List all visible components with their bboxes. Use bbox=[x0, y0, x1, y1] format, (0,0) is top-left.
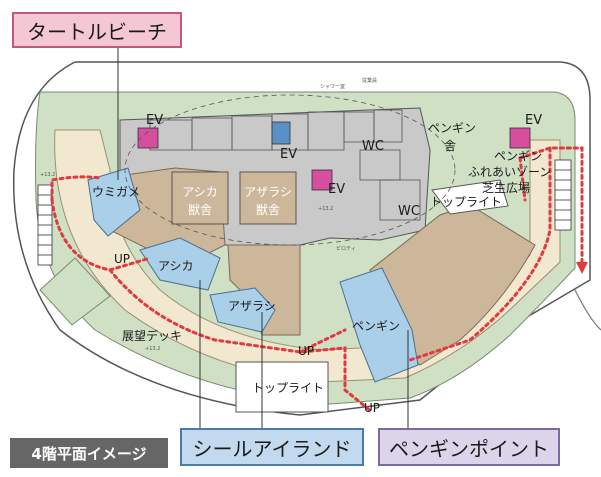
label-ev-4: EV bbox=[525, 113, 542, 128]
label-azarashi: アザラシ bbox=[228, 299, 276, 313]
callout-turtle-beach: タートルビーチ bbox=[12, 12, 182, 48]
label-azarashi-jusha-1: アザラシ bbox=[244, 185, 292, 199]
note-shower: シャワー室 bbox=[320, 83, 345, 90]
callout-seal-island: シールアイランド bbox=[180, 428, 364, 466]
label-penguin: ペンギン bbox=[352, 319, 400, 333]
label-wc-1: WC bbox=[362, 139, 384, 154]
outer-right-rail bbox=[574, 289, 601, 331]
dashed-circle bbox=[124, 94, 456, 246]
label-top-light-lower: トップライト bbox=[252, 381, 324, 395]
label-up-3: UP bbox=[364, 401, 380, 415]
umigame-pool bbox=[87, 167, 141, 237]
label-ev-1: EV bbox=[146, 113, 163, 128]
label-ev-2: EV bbox=[280, 147, 297, 162]
penguin-tan-area bbox=[369, 204, 536, 366]
stairs-right bbox=[554, 159, 572, 231]
ev-marker-3 bbox=[509, 127, 531, 149]
label-ev-3: EV bbox=[328, 182, 345, 197]
floor-badge: 4階平面イメージ bbox=[10, 438, 168, 468]
interior-blue-room bbox=[271, 121, 291, 145]
note-elev-2: +13.2 bbox=[318, 206, 333, 212]
ashika-pool bbox=[139, 237, 221, 291]
callout-penguin-point: ペンギンポイント bbox=[378, 428, 560, 466]
label-ashika-jusha-1: アシカ bbox=[182, 185, 218, 199]
label-tenbou: 展望デッキ bbox=[122, 328, 182, 343]
ev-marker-1 bbox=[137, 127, 159, 149]
label-penguin-fureai-2: ふれあいゾーン bbox=[468, 165, 551, 179]
label-up-1: UP bbox=[114, 252, 130, 266]
label-wc-2: WC bbox=[398, 204, 420, 219]
azarashi-jusha-block bbox=[239, 171, 297, 225]
note-elev-1: +13.2 bbox=[40, 172, 55, 178]
route-line bbox=[50, 146, 584, 414]
green-wedge bbox=[39, 257, 111, 326]
penguin-pool bbox=[339, 267, 419, 383]
label-ashika: アシカ bbox=[158, 259, 194, 273]
interior-rooms bbox=[149, 109, 421, 221]
label-ashika-jusha-2: 獣舎 bbox=[188, 203, 212, 217]
label-top-light-upper: トップライト bbox=[430, 195, 502, 209]
top-light-upper bbox=[431, 179, 509, 215]
note-staff: 従業員 bbox=[362, 77, 377, 84]
deck-area bbox=[54, 129, 561, 383]
label-penguin-sha-1: ペンギン bbox=[428, 121, 476, 135]
route-arrow bbox=[576, 262, 588, 274]
note-elev-3: +13.2 bbox=[145, 346, 160, 352]
ev-marker-2 bbox=[311, 169, 333, 191]
label-up-2: UP bbox=[298, 344, 314, 358]
label-umigame: ウミガメ bbox=[92, 185, 140, 199]
azarashi-pool bbox=[209, 287, 276, 333]
stairs-left bbox=[37, 184, 53, 266]
ashika-jusha-block bbox=[171, 171, 229, 225]
label-penguin-sha-2: 舎 bbox=[444, 139, 456, 153]
label-shiba: 芝生広場 bbox=[482, 180, 530, 195]
label-azarashi-jusha-2: 獣舎 bbox=[256, 203, 280, 217]
note-pilotis: ピロティ bbox=[336, 246, 356, 252]
label-penguin-fureai-1: ペンギン bbox=[494, 149, 542, 163]
top-light-lower bbox=[235, 361, 329, 413]
